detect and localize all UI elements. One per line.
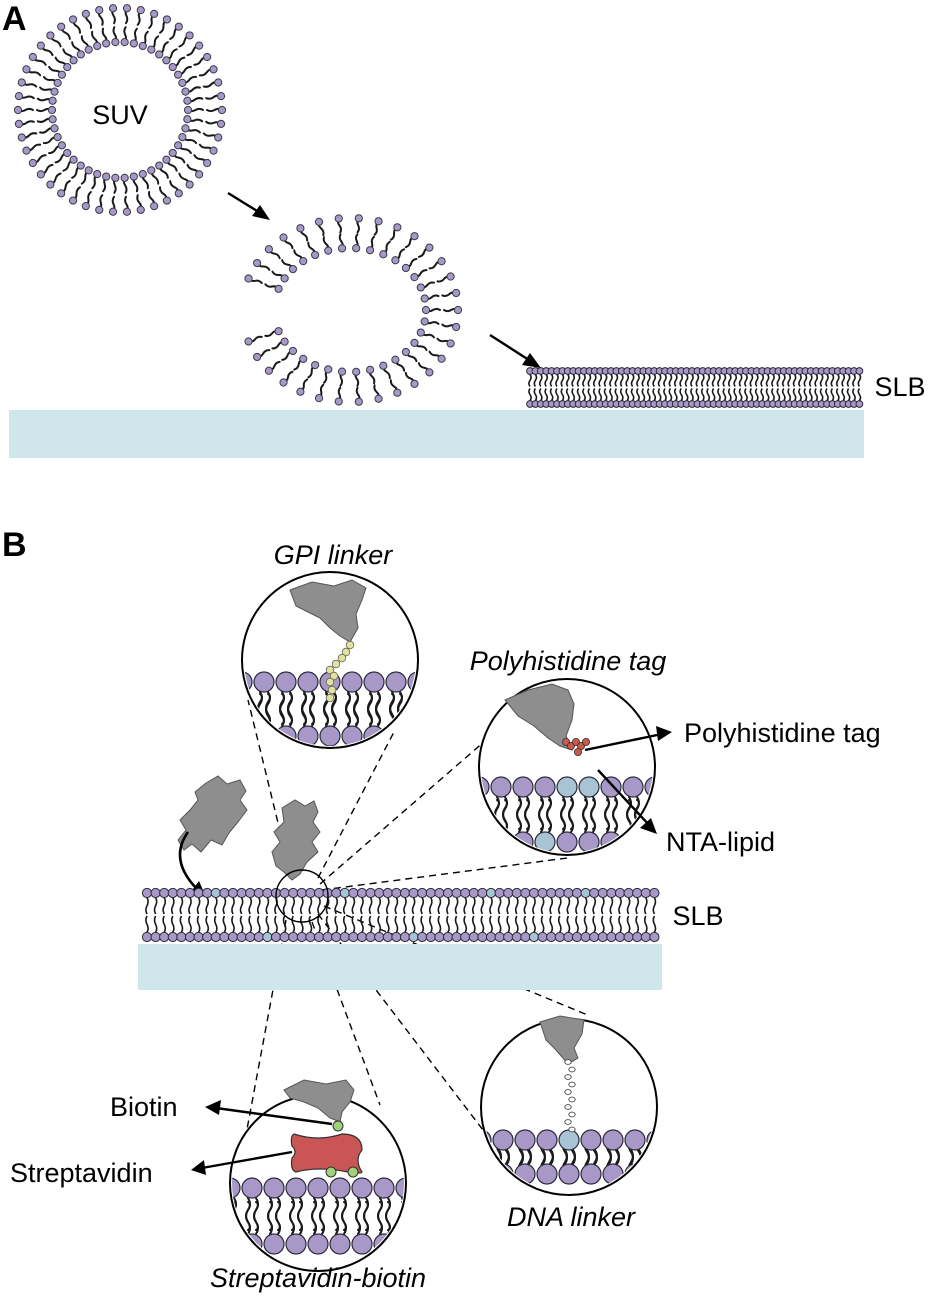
zoom-origin-circle <box>275 869 329 923</box>
nta-callout: NTA-lipid <box>666 827 775 857</box>
flat-bilayer-a <box>526 367 864 408</box>
polyhis-inset <box>478 678 656 856</box>
glass-substrate-a <box>9 410 864 458</box>
arrow-rupture-to-slb <box>489 333 541 368</box>
dna-linker-inset <box>480 1015 658 1196</box>
suv-vesicle <box>13 4 227 216</box>
free-protein <box>177 775 248 853</box>
gpi-linker-title: GPI linker <box>274 540 394 570</box>
suv-label: SUV <box>92 100 148 130</box>
slb-label-b: SLB <box>672 901 723 931</box>
slb-label-a: SLB <box>874 372 925 402</box>
zoom-lines <box>244 699 591 1141</box>
polyhis-callout: Polyhistidine tag <box>684 718 881 748</box>
gpi-linker-inset <box>241 571 419 749</box>
biotin-callout-arrow <box>205 1100 333 1126</box>
polyhis-title: Polyhistidine tag <box>470 646 667 676</box>
flat-bilayer-b <box>141 887 660 943</box>
polyhis-callout-arrow <box>584 726 672 752</box>
streptavidin-callout-arrow <box>191 1150 293 1175</box>
bound-protein <box>271 799 321 881</box>
biotin-callout: Biotin <box>110 1092 178 1122</box>
strep-title: Streptavidin-biotin <box>210 1263 426 1293</box>
glass-substrate-b <box>138 944 662 990</box>
ruptured-vesicle <box>244 214 463 406</box>
dna-linker-title: DNA linker <box>507 1202 636 1232</box>
streptavidin-callout: Streptavidin <box>10 1158 153 1188</box>
panel-b-label: B <box>2 526 27 564</box>
panel-a-label: A <box>2 0 27 38</box>
streptavidin-inset <box>229 1079 407 1272</box>
nta-callout-arrow <box>597 769 657 834</box>
arrow-suv-to-rupture <box>227 191 270 220</box>
